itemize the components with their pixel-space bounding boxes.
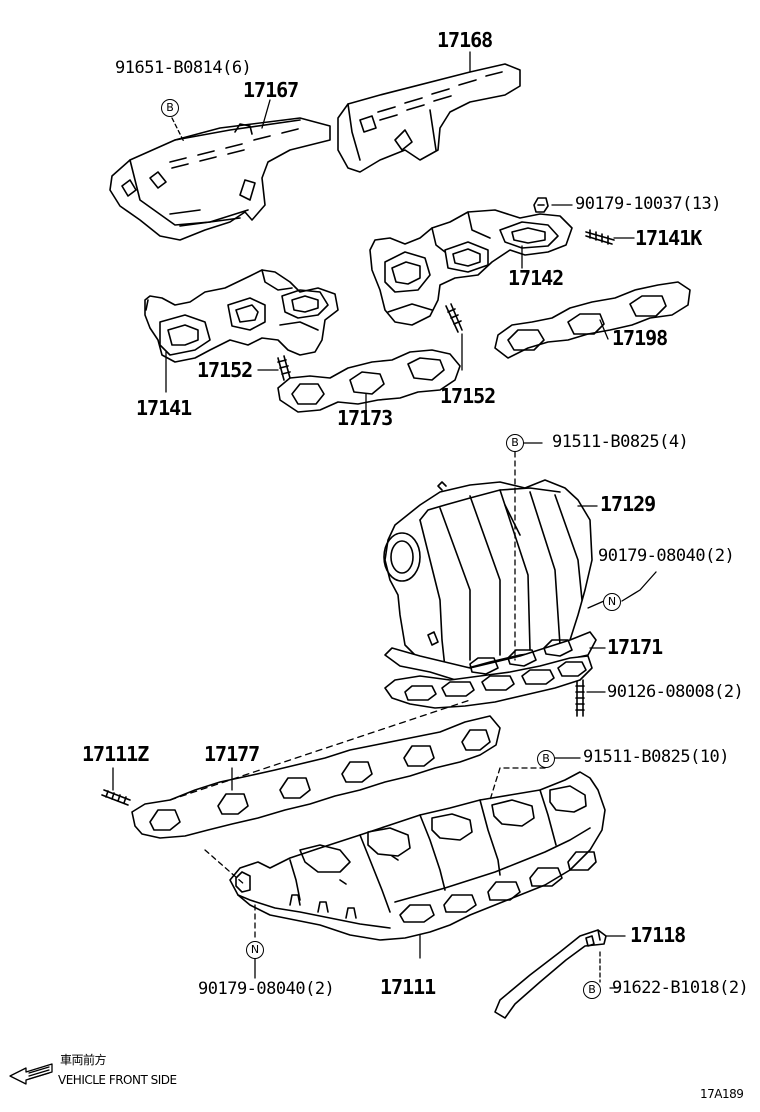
heat-insulator-17167 [109, 117, 331, 241]
front-direction-label-en: VEHICLE FRONT SIDE [58, 1073, 177, 1087]
diagram-id: 17A189 [700, 1087, 744, 1101]
part-label-17171: 17171 [607, 635, 663, 659]
part-label-90179-10037: 90179-10037(13) [575, 194, 722, 214]
part-label-17141: 17141 [136, 396, 192, 420]
part-label-17177: 17177 [204, 742, 260, 766]
part-label-17111: 17111 [380, 975, 436, 999]
part-label-17152-right: 17152 [440, 384, 496, 408]
part-label-91622-B1018: 91622-B1018(2) [612, 978, 749, 998]
part-label-91651-B0814: 91651-B0814(6) [115, 58, 252, 78]
part-label-91511-B0825-10: 91511-B0825(10) [583, 747, 730, 767]
exhaust-gasket-17198 [494, 281, 691, 359]
part-label-17198: 17198 [612, 326, 668, 350]
part-label-90179-08040-left: 90179-08040(2) [198, 979, 335, 999]
marker-b-icon: B [161, 99, 179, 117]
fasteners [101, 197, 615, 806]
exhaust-manifold-17142 [369, 209, 573, 326]
heat-insulator-17168 [337, 63, 521, 173]
marker-b-icon: B [583, 981, 601, 999]
exhaust-manifold-17141 [144, 269, 339, 363]
exhaust-gasket-17173 [277, 349, 461, 413]
intake-manifold-17111 [229, 771, 606, 941]
marker-b-icon: B [537, 750, 555, 768]
part-label-17111Z: 17111Z [82, 742, 149, 766]
part-label-17118: 17118 [630, 923, 686, 947]
part-label-17141K: 17141K [635, 226, 702, 250]
part-label-17142: 17142 [508, 266, 564, 290]
bracket-17118 [494, 929, 607, 1019]
intake-plenum-17129 [383, 479, 597, 683]
plenum-gasket-17171 [384, 655, 593, 709]
part-label-17173: 17173 [337, 406, 393, 430]
part-label-17152-left: 17152 [197, 358, 253, 382]
marker-n-icon: N [246, 941, 264, 959]
front-direction-arrow [9, 1063, 53, 1085]
part-label-90126-08008: 90126-08008(2) [607, 682, 744, 702]
part-label-17168: 17168 [437, 28, 493, 52]
leader-lines [112, 51, 657, 989]
marker-n-icon: N [603, 593, 621, 611]
front-direction-label-jp: 車両前方 [60, 1053, 107, 1067]
marker-b-icon: B [506, 434, 524, 452]
part-label-17167: 17167 [243, 78, 299, 102]
part-label-17129: 17129 [600, 492, 656, 516]
part-label-91511-B0825-4: 91511-B0825(4) [552, 432, 689, 452]
part-label-90179-08040-right: 90179-08040(2) [598, 546, 735, 566]
